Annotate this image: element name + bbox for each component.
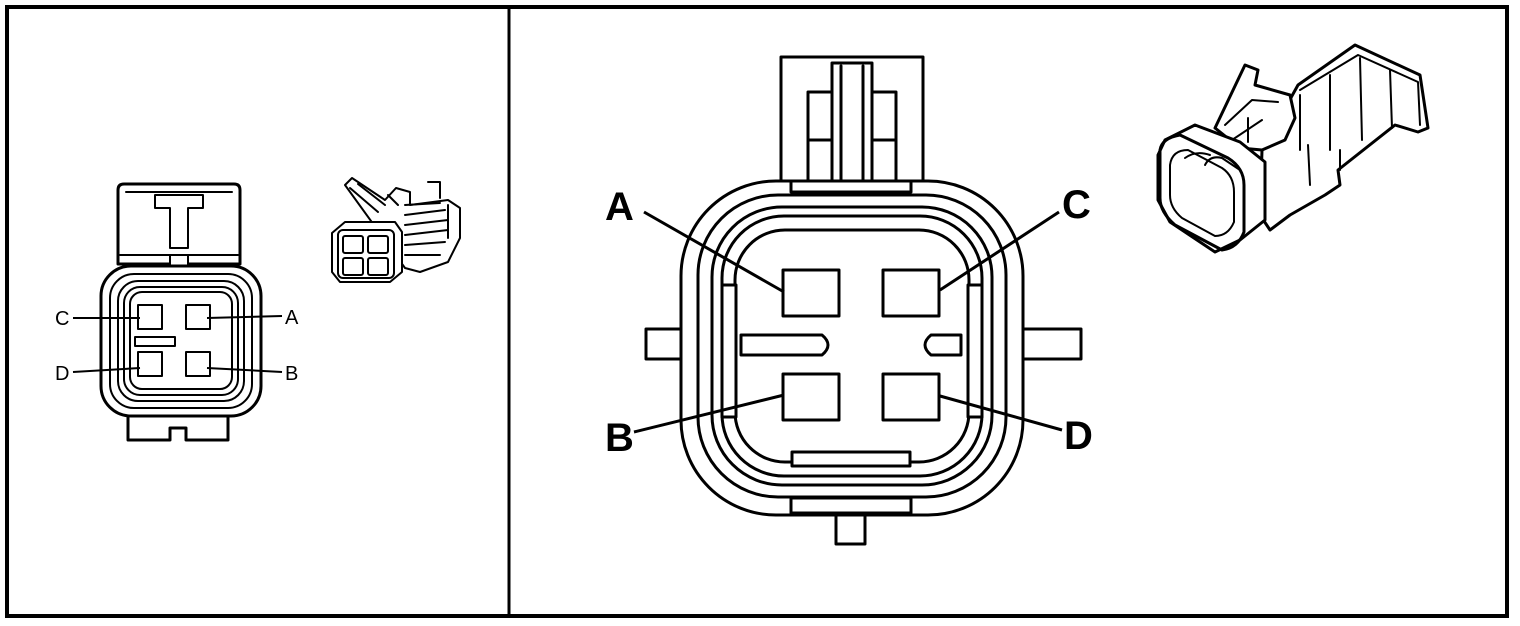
small-pin-label-c: C: [55, 308, 69, 330]
large-pin-label-a: A: [605, 185, 634, 229]
diagram-frame: [5, 5, 1509, 618]
small-pin-label-a: A: [285, 307, 299, 329]
small-pin-a-cavity: [185, 304, 211, 330]
large-connector-isometric-icon: [1156, 43, 1430, 254]
large-pin-a-cavity: [781, 268, 841, 318]
large-connector-face-view: [633, 55, 1083, 546]
small-pin-d-cavity: [137, 351, 163, 377]
small-connector-face-view: [72, 182, 283, 442]
large-pin-b-cavity: [781, 372, 841, 422]
large-pin-label-c: C: [1062, 183, 1091, 227]
small-pin-label-b: B: [285, 363, 298, 385]
small-pin-b-cavity: [185, 351, 211, 377]
large-pin-label-d: D: [1064, 414, 1093, 458]
large-pin-d-cavity: [881, 372, 941, 422]
small-pin-label-d: D: [55, 363, 69, 385]
small-pin-c-cavity: [137, 304, 163, 330]
small-connector-isometric-icon: [331, 177, 461, 283]
large-pin-c-cavity: [881, 268, 941, 318]
large-pin-label-b: B: [605, 416, 634, 460]
